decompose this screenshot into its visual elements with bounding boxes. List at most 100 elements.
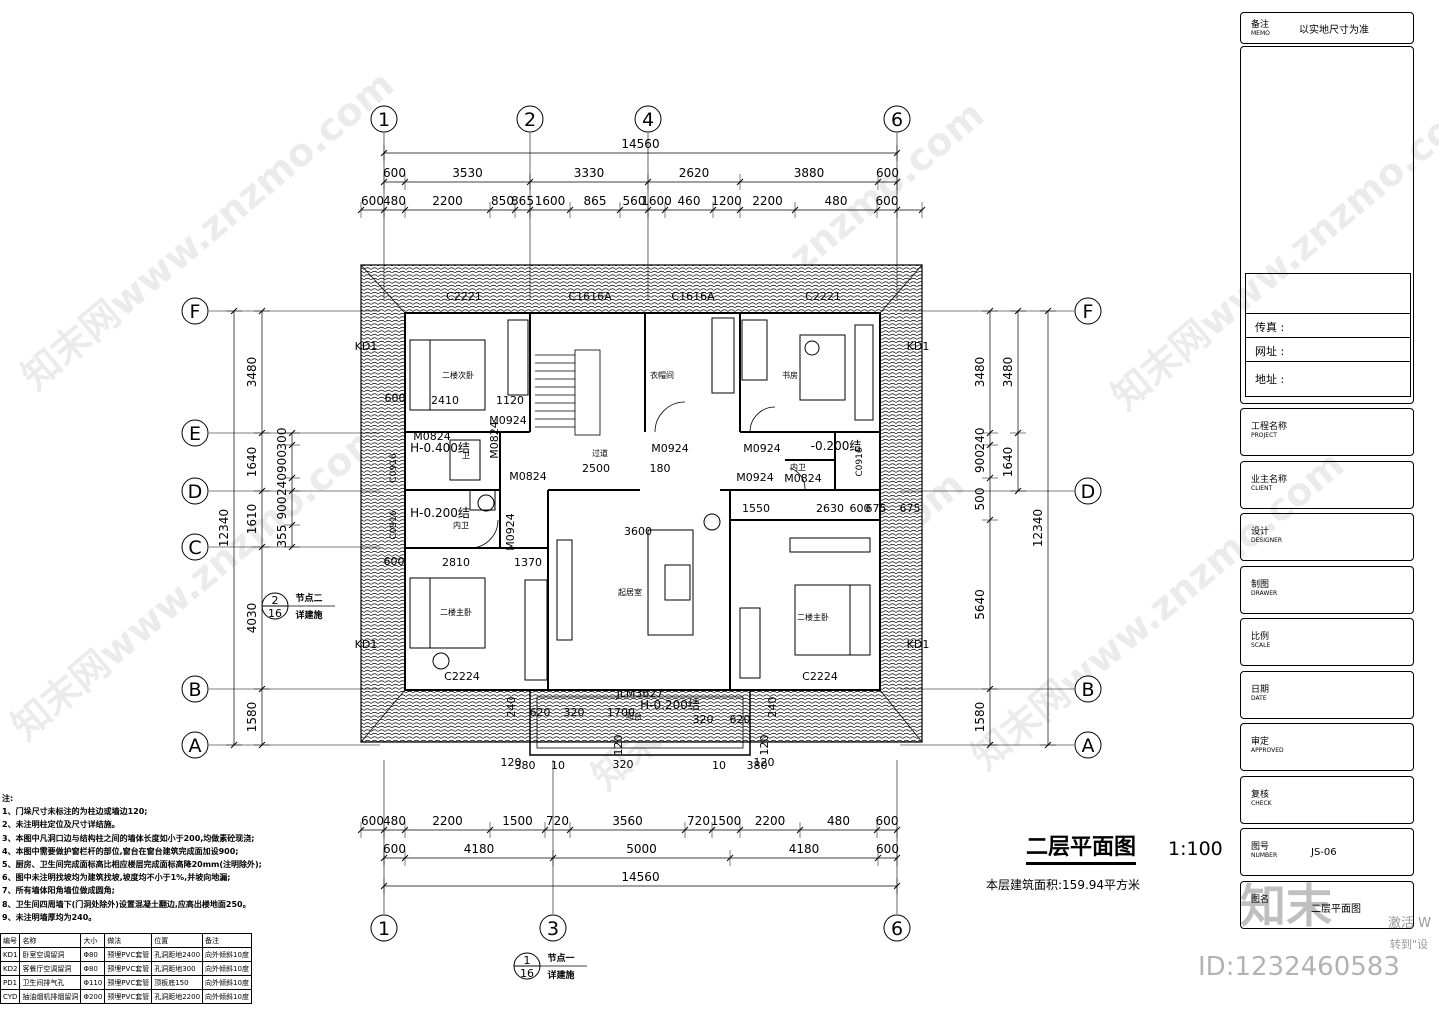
- misc-dim: 2500: [582, 462, 610, 475]
- room-label-br1: 二楼次卧: [442, 370, 474, 380]
- dim-top-fine: 2200: [432, 194, 463, 208]
- legend-header: 名称: [19, 933, 82, 948]
- misc-dim: C0916: [389, 453, 399, 482]
- legend-header: 编号: [0, 933, 21, 948]
- dim-left-inner: 900: [275, 497, 289, 520]
- dim-top-mid: 3330: [574, 166, 605, 180]
- title-field-drawing-name: 图名二层平面图: [1240, 880, 1414, 929]
- dim-right-inner: 5640: [973, 589, 987, 620]
- kd-tag: KD1: [907, 340, 930, 353]
- field-value: JS-06: [1311, 847, 1337, 858]
- table-row: KD2 客餐厅空调留洞 Φ80 预埋PVC套管 孔洞距地300 向外倾斜10度: [0, 961, 252, 976]
- axis-bubble: [1074, 675, 1102, 703]
- misc-dim: 675: [900, 502, 921, 515]
- axis-bubble: [370, 105, 398, 133]
- dim-top-fine: 600: [876, 194, 899, 208]
- general-notes: 注: 1、门垛尺寸未标注的为柱边或墙边120; 2、未注明柱定位及尺寸详结施。 …: [2, 792, 262, 924]
- level-mark: H-0.200结: [640, 698, 700, 712]
- misc-dim: 600: [384, 555, 405, 568]
- misc-dim: 120: [758, 735, 771, 756]
- dim-top-fine: 850: [491, 194, 514, 208]
- kd-tag: KD1: [355, 638, 378, 651]
- axis-label: D: [1081, 481, 1096, 503]
- legend-cell: Φ80: [80, 947, 106, 962]
- dim-top-fine: 600: [361, 194, 384, 208]
- room-label-lounge: 起居室: [618, 587, 642, 597]
- dim-bot-fine: 480: [827, 814, 850, 828]
- floor-area: 本层建筑面积:159.94平方米: [986, 878, 1141, 892]
- note-item: 8、卫生间四周墙下(门洞处除外)设置混凝土翻边,应高出楼地面250。: [2, 899, 251, 909]
- field-label: 设计: [1251, 527, 1270, 537]
- axis-bubble: [1074, 297, 1102, 325]
- window-tag: C2224: [802, 670, 838, 683]
- memo-en: MEMO: [1251, 30, 1270, 37]
- field-label: 图号: [1251, 842, 1270, 852]
- misc-dim: 675: [866, 502, 887, 515]
- room-label-br3: 二楼主卧: [797, 612, 829, 622]
- axis-label: F: [1083, 301, 1094, 323]
- door-tag: M0924: [489, 414, 527, 427]
- detail-sheet: 16: [268, 607, 282, 620]
- room-label-wc2: 内卫: [453, 520, 469, 530]
- field-label-en: DRAWER: [1251, 589, 1278, 597]
- field-label-en: NUMBER: [1251, 852, 1278, 859]
- dim-top-fine: 460: [678, 194, 701, 208]
- misc-dim: 1700: [607, 706, 635, 719]
- level-mark: H-0.200结: [410, 506, 470, 520]
- legend-header: 大小: [80, 933, 106, 948]
- fax-label: 传真: [1255, 321, 1277, 334]
- axis-bubble: [883, 914, 911, 942]
- dim-top-total: 14560: [621, 137, 659, 151]
- misc-dim: 2630: [816, 502, 844, 515]
- colon: :: [1280, 373, 1285, 386]
- misc-dim: 1370: [514, 556, 542, 569]
- dim-right-inner: 900: [973, 450, 987, 473]
- level-mark: -0.200结: [811, 439, 862, 453]
- door-tag: M0824: [413, 430, 451, 443]
- legend-cell: 预埋PVC套管: [104, 975, 153, 990]
- dim-left: 4030: [245, 603, 259, 634]
- dim-left: 1610: [245, 504, 259, 535]
- axis-label: F: [190, 301, 201, 323]
- dim-bot-mid: 600: [876, 842, 899, 856]
- legend-cell: 向外倾斜10度: [202, 961, 252, 976]
- detail-number: 1: [524, 954, 531, 967]
- note-item: 2、未注明柱定位及尺寸详结施。: [2, 820, 120, 830]
- misc-dim: 620: [730, 713, 751, 726]
- field-label-en: CHECK: [1251, 799, 1272, 807]
- field-label-en: DATE: [1251, 694, 1267, 702]
- misc-dim: C0916: [855, 447, 865, 476]
- dim-top-fine: 560: [623, 194, 646, 208]
- axis-bubble: [370, 914, 398, 942]
- field-label: 图名: [1251, 894, 1270, 905]
- note-item: 5、厨房、卫生间完成面标高比相应楼层完成面标高降20mm(注明除外);: [2, 860, 262, 870]
- dim-bot-total: 14560: [621, 870, 659, 884]
- dim-right-inner: 240: [973, 428, 987, 451]
- note-item: 4、本图中需要做护窗栏杆的部位,窗台在窗台建筑完成面加设900;: [2, 846, 239, 856]
- dim-left-total: 12340: [217, 509, 231, 547]
- axis-bubble: [1074, 477, 1102, 505]
- dim-top-mid: 600: [383, 166, 406, 180]
- legend-cell: KD1: [0, 947, 21, 962]
- furniture: [409, 317, 874, 681]
- axis-bubble: [634, 105, 662, 133]
- web-label: 网址: [1255, 345, 1277, 358]
- drawing-title: 二层平面图: [1026, 834, 1137, 865]
- dim-left: 1640: [245, 447, 259, 478]
- dim-right-inner: 500: [973, 488, 987, 511]
- dim-left-inner: 300: [275, 428, 289, 451]
- dim-bot-fine: 2200: [755, 814, 786, 828]
- misc-dim: 3600: [624, 525, 652, 538]
- dim-left-inner: 355: [275, 525, 289, 548]
- legend-cell: 客餐厅空调留洞: [19, 961, 82, 976]
- znzmo-logo: 知末: [1240, 879, 1332, 933]
- legend-cell: 卫生间排气孔: [19, 975, 82, 990]
- staircase: [535, 349, 601, 436]
- detail-label: 节点二: [295, 592, 322, 604]
- detail-label: 详建施: [547, 969, 574, 981]
- image-id: ID:1232460583: [1198, 952, 1400, 982]
- legend-cell: CYD: [0, 989, 21, 1004]
- dim-bot-fine: 1500: [711, 814, 742, 828]
